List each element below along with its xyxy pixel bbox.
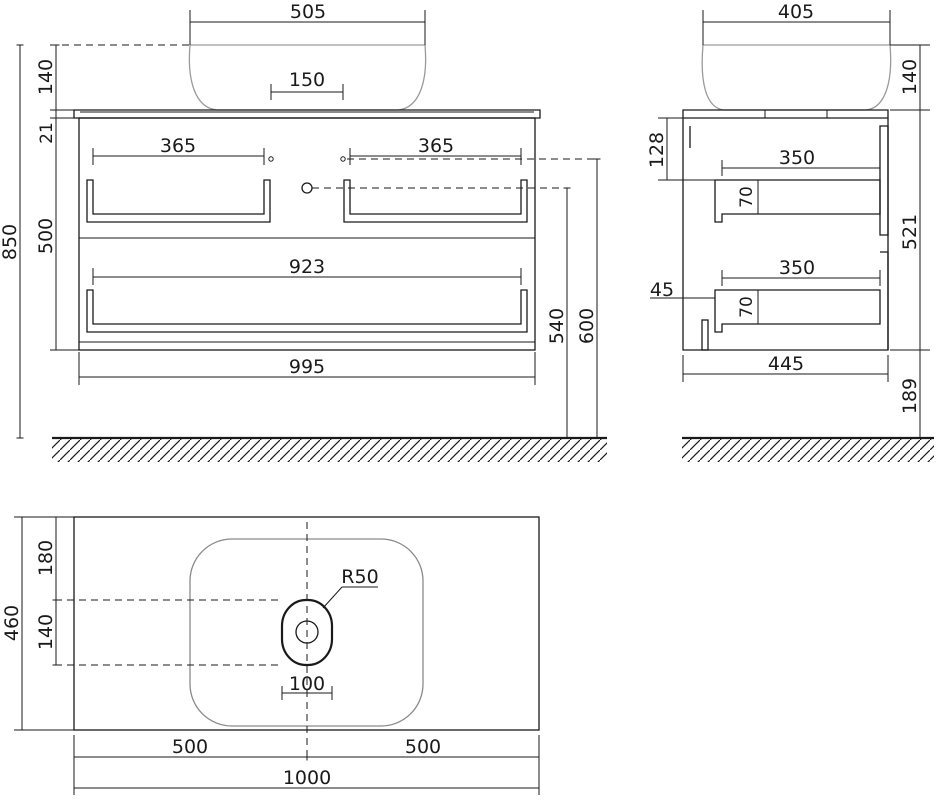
floor-hatch-front <box>52 438 607 462</box>
countertop-side <box>682 109 889 119</box>
dim-back-offset: 45 <box>650 279 674 301</box>
dim-half-left: 500 <box>172 736 208 758</box>
dim-drawer1-depth: 350 <box>779 147 815 169</box>
dim-basin-depth: 405 <box>778 1 814 23</box>
dim-basin-height: 140 <box>35 59 57 95</box>
side-drawer-top <box>714 179 881 223</box>
dim-cabinet-height: 500 <box>35 218 57 254</box>
dim-floor-gap: 189 <box>899 378 921 414</box>
front-view: 505 150 850 140 21 500 365 365 923 <box>0 1 607 462</box>
dim-height-600: 600 <box>576 308 598 344</box>
dim-drawer2-depth: 350 <box>779 257 815 279</box>
side-drawer-bottom <box>714 289 881 333</box>
dim-width-total: 1000 <box>283 767 331 789</box>
countertop-front <box>73 109 541 119</box>
dim-half-right: 500 <box>405 736 441 758</box>
dim-cabinet-depth: 445 <box>768 353 804 375</box>
dim-top-drawer-offset: 128 <box>646 132 668 168</box>
dim-cabinet-width: 995 <box>289 356 325 378</box>
dim-drawer2-height: 70 <box>737 296 757 318</box>
dim-depth-total: 460 <box>1 605 23 641</box>
top-view: R50 100 460 180 140 500 500 1000 <box>1 516 540 795</box>
dim-height-540: 540 <box>546 308 568 344</box>
dim-total-height: 850 <box>0 224 21 260</box>
dim-top-drain-width: 100 <box>289 673 325 695</box>
dim-inner-width: 923 <box>289 256 325 278</box>
vessel-basin-side <box>701 44 892 111</box>
dim-side-cabinet-height: 521 <box>899 214 921 250</box>
dim-depth-front: 180 <box>35 540 57 576</box>
drawer-top-right <box>343 179 528 223</box>
cabinet-body-front <box>78 117 536 351</box>
dim-depth-drain: 140 <box>35 614 57 650</box>
drain-hole-front <box>301 182 313 194</box>
dim-drawer1-height: 70 <box>737 186 757 208</box>
floor-hatch-side <box>682 438 934 462</box>
drawer-bottom <box>86 289 528 333</box>
side-view: 405 140 521 189 128 350 350 70 70 45 <box>646 1 934 462</box>
dim-radius: R50 <box>341 566 378 588</box>
dim-drain-width: 150 <box>289 69 325 91</box>
dim-drawer-right-width: 365 <box>418 135 454 157</box>
dim-top-thickness: 21 <box>37 122 57 144</box>
dim-drawer-left-width: 365 <box>160 135 196 157</box>
drawer-top-left <box>86 179 271 223</box>
dim-basin-width: 505 <box>290 1 326 23</box>
dim-side-basin-height: 140 <box>899 59 921 95</box>
